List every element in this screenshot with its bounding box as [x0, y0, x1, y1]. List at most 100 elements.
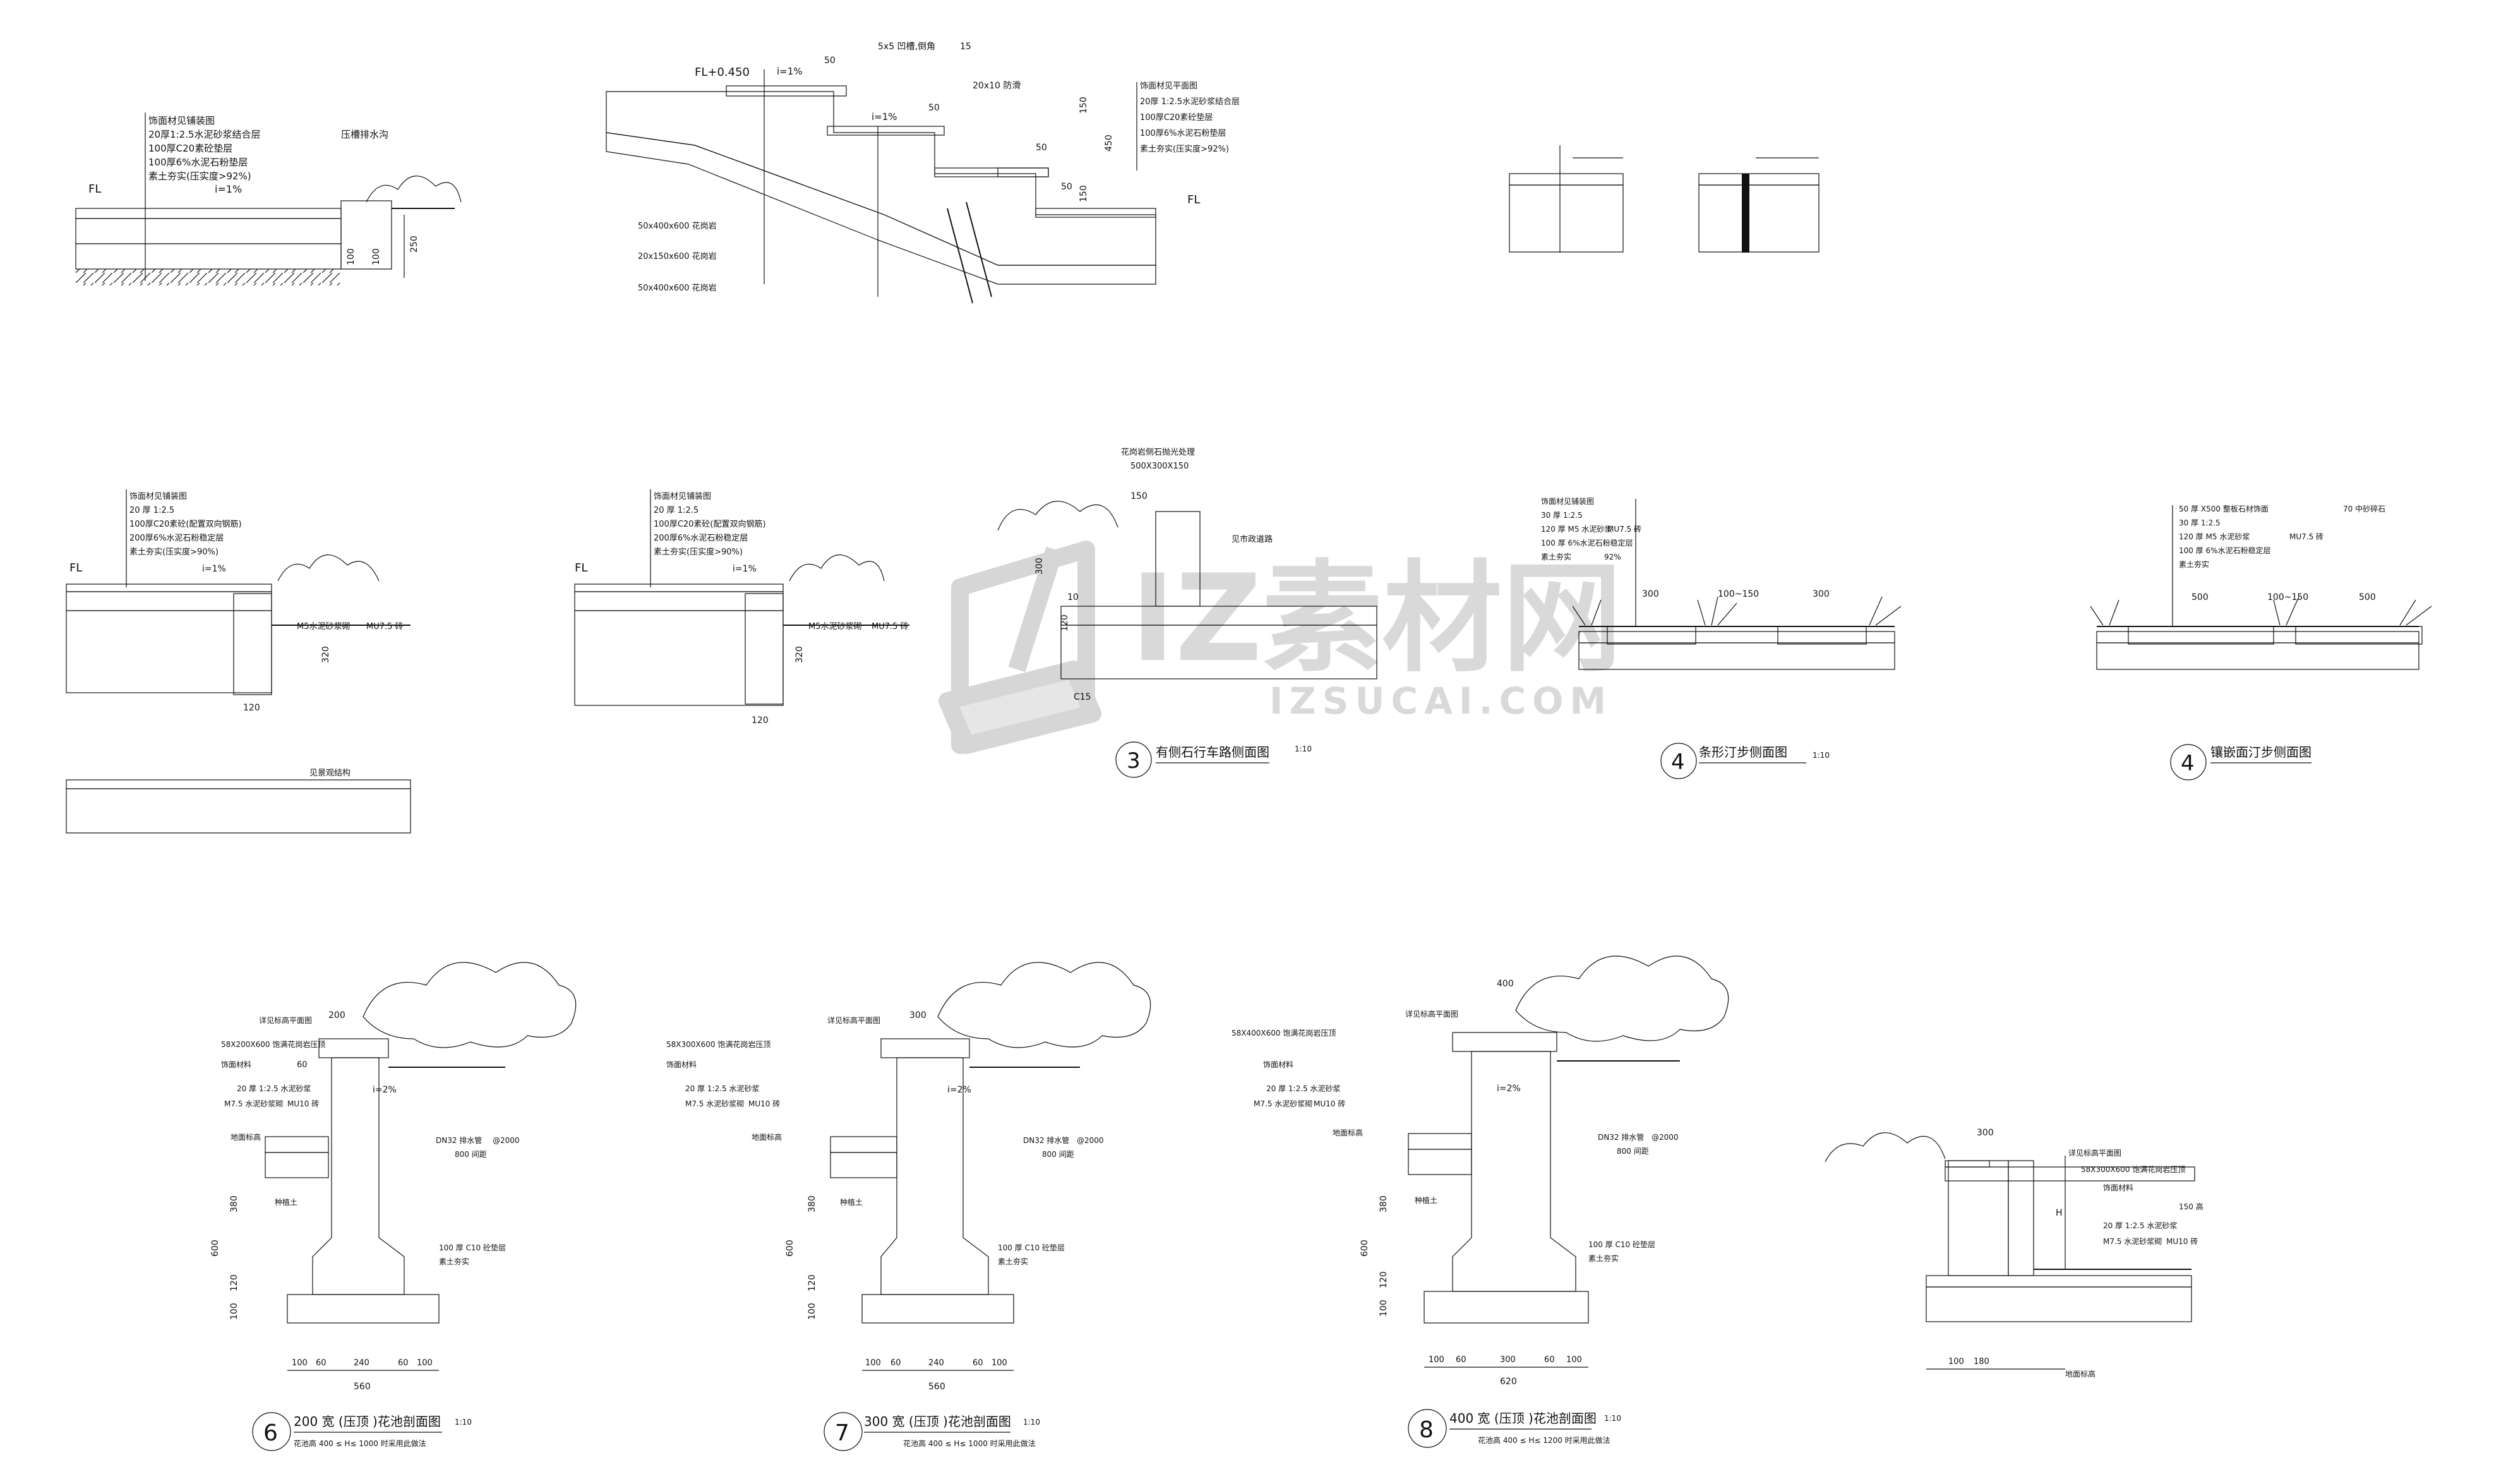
note-line: M7.5 水泥砂浆砌 [224, 1099, 283, 1108]
stone-powder-layer [75, 243, 342, 270]
detail-title: 条形汀步侧面图 [1699, 745, 1787, 760]
shrub-icon [997, 501, 1118, 531]
note-line: 100厚C20素砼垫层 [148, 143, 232, 154]
fl-label: FL [575, 561, 587, 575]
dim-label: 60 [316, 1358, 327, 1368]
wall-note: M5水泥砂浆砌 [297, 622, 351, 631]
base-note: 见景观结构 [309, 769, 351, 778]
note-line: 30 厚 1:2.5 [2179, 518, 2221, 527]
dim-label: 100~150 [1718, 589, 1759, 599]
drain-callout: 压槽排水沟 [341, 129, 388, 140]
dim-label: 600 [785, 1240, 795, 1257]
note-line: 50x400x600 花岗岩 [638, 283, 717, 293]
dim-total: 560 [928, 1382, 945, 1392]
detail-6-planter-200: 详见标高平面图 58X200X600 饱满花岗岩压顶 饰面材料 20 厚 1:2… [210, 962, 577, 1451]
dim-label: 600 [210, 1240, 220, 1257]
note-line: 20 厚 1:2.5 水泥砂浆 [685, 1084, 759, 1093]
note-line: 200厚6%水泥石粉稳定层 [654, 533, 748, 543]
dim-label: 60 [398, 1358, 409, 1368]
dim-label: 380 [229, 1195, 239, 1212]
dim-label: 100 [417, 1358, 433, 1368]
soil-note: 种植土 [275, 1197, 297, 1207]
fl-label: FL [69, 561, 82, 575]
elevation-note: 详见标高平面图 [259, 1015, 312, 1025]
slope-label: i=2% [947, 1085, 971, 1095]
dim-label: 100 [371, 248, 381, 265]
note-line: 饰面材料 [1263, 1060, 1293, 1069]
detail-number-circle [252, 1412, 291, 1451]
note-line: MU10 砖 [1314, 1099, 1345, 1108]
detail-title: 有侧石行车路侧面图 [1156, 745, 1269, 760]
note-line: 20厚1:2.5水泥砂浆结合层 [148, 129, 261, 140]
stair-tread [997, 167, 1049, 177]
detail-number: 7 [835, 1420, 849, 1446]
slope-label: i=1% [733, 564, 757, 574]
dim-label: 100 [865, 1358, 881, 1368]
elevation-note: 详见标高平面图 [827, 1015, 880, 1025]
detail-number: 4 [2181, 751, 2195, 776]
note-line: 素土夯实(压实度>92%) [148, 171, 251, 182]
paving-surface [75, 208, 342, 219]
note-line: 20 厚 1:2.5 水泥砂浆 [237, 1084, 311, 1093]
shrub-icon [789, 554, 885, 582]
detail-raised-bed-1: FL i=1% 饰面材见铺装图 20 厚 1:2.5 100厚C20素砼(配置双… [66, 489, 411, 834]
note-line: 素土夯实 [998, 1257, 1028, 1266]
dim-label: 300 [1500, 1355, 1516, 1365]
detail-title: 200 宽 (压顶 )花池剖面图 [294, 1414, 441, 1429]
wall-note: M5水泥砂浆砌 [808, 622, 862, 631]
note-line: 100厚6%水泥石粉垫层 [1140, 128, 1226, 138]
note-line: 花岗岩侧石抛光处理 [1121, 447, 1195, 457]
detail-number: 8 [1419, 1417, 1434, 1443]
watermark: IZ素材网 IZSUCAI.COM [938, 541, 1622, 754]
note-line: 饰面材见铺装图 [1541, 497, 1594, 506]
detail-7-planter-300: 详见标高平面图 58X300X600 饱满花岗岩压顶 饰面材料 20 厚 1:2… [666, 962, 1151, 1451]
dim-label: 100 [292, 1358, 308, 1368]
note-line: 饰面材见铺装图 [129, 492, 187, 501]
dim-label: 600 [1360, 1240, 1370, 1257]
lower-landing [1035, 208, 1156, 218]
watermark-logo [938, 541, 1101, 754]
note-line: M7.5 水泥砂浆砌 [2103, 1236, 2162, 1246]
detail-scale: 1:10 [1604, 1414, 1621, 1423]
dim-label: 450 [1104, 135, 1114, 152]
note-line: MU10 砖 [2166, 1236, 2198, 1246]
wall-note: MU7.5 砖 [872, 622, 909, 631]
dim-label: 300 [909, 1010, 926, 1020]
drain-note: DN32 排水管 [1598, 1132, 1644, 1142]
detail-number-circle [1660, 743, 1697, 779]
detail-joint-b [1698, 157, 1820, 253]
detail-number-circle [1408, 1409, 1447, 1448]
soil-note: 种植土 [1415, 1195, 1437, 1205]
note-line: 素土夯实 [1541, 552, 1571, 561]
note-line: MU7.5 砖 [1607, 524, 1641, 534]
dim-label: 150 [1079, 185, 1089, 202]
dim-label: 100 [1379, 1300, 1389, 1317]
detail-number-circle [824, 1412, 863, 1451]
dim-label: 240 [928, 1358, 944, 1368]
dim-label: 300 [1642, 589, 1659, 599]
note-line: 饰面材料 [2103, 1183, 2133, 1192]
note-line: 200厚6%水泥石粉稳定层 [129, 533, 224, 543]
shrub-icon [1825, 1132, 1946, 1163]
dim-label: 120 [1060, 614, 1070, 631]
note-line: 58X300X600 饱满花岗岩压顶 [2081, 1164, 2185, 1174]
detail-5-inlaid-stepping: 50 厚 X500 整板石材饰面 70 中砂碎石 30 厚 1:2.5 120 … [2090, 504, 2432, 781]
note-line: 20x10 防滑 [973, 80, 1021, 91]
note-line: 饰面材见平面图 [1140, 81, 1197, 91]
dim-label: H [2056, 1208, 2063, 1218]
detail-scale: 1:10 [455, 1418, 472, 1427]
note-line: 120 厚 M5 水泥砂浆 [2179, 532, 2250, 541]
detail-title: 300 宽 (压顶 )花池剖面图 [864, 1414, 1011, 1429]
fl-top-label: FL+0.450 [695, 66, 750, 79]
slope-label: i=1% [202, 564, 226, 574]
dim-label: 50 [1061, 182, 1072, 192]
dim-total: 560 [354, 1382, 371, 1392]
slope-label: i=1% [777, 66, 803, 77]
grass-icon [1572, 596, 1902, 626]
note-line: 素土夯实(压实度>90%) [654, 547, 743, 557]
dim-label: 100 [1429, 1355, 1444, 1365]
soil-note: 种植土 [840, 1197, 863, 1207]
drain-note: 800 间距 [455, 1150, 487, 1159]
elevation-note: 详见标高平面图 [2068, 1148, 2121, 1158]
